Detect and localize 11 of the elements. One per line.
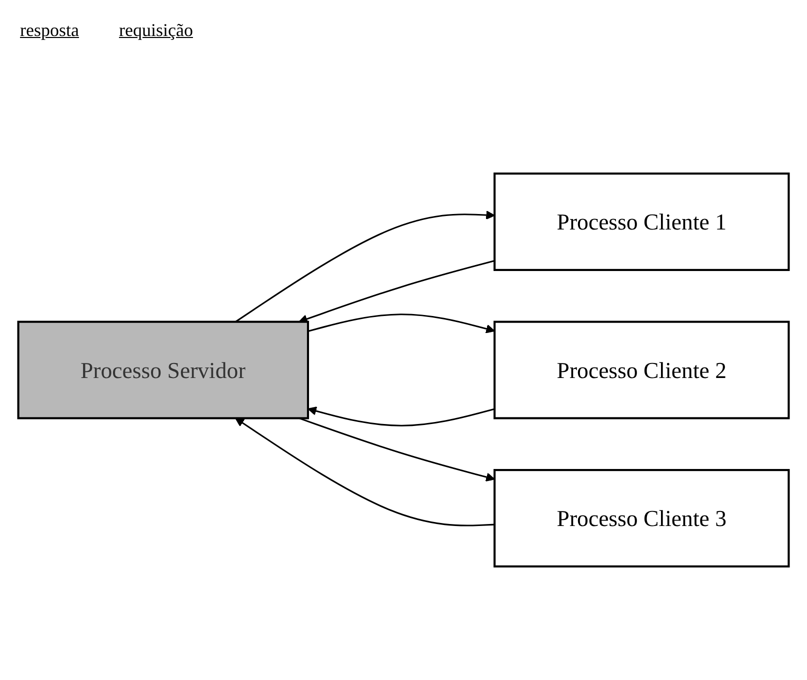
node-box: Processo Cliente 3 bbox=[494, 468, 790, 568]
note-text: requisição bbox=[118, 20, 193, 41]
node-box: Processo Servidor bbox=[17, 320, 310, 420]
arrow bbox=[308, 406, 495, 426]
note-text: resposta bbox=[20, 20, 79, 41]
arrow bbox=[308, 314, 495, 334]
arrow bbox=[235, 418, 495, 526]
arrow bbox=[235, 210, 495, 322]
node-box: Processo Cliente 1 bbox=[494, 172, 790, 272]
arrow bbox=[298, 260, 495, 324]
node-box: Processo Cliente 2 bbox=[494, 320, 790, 420]
